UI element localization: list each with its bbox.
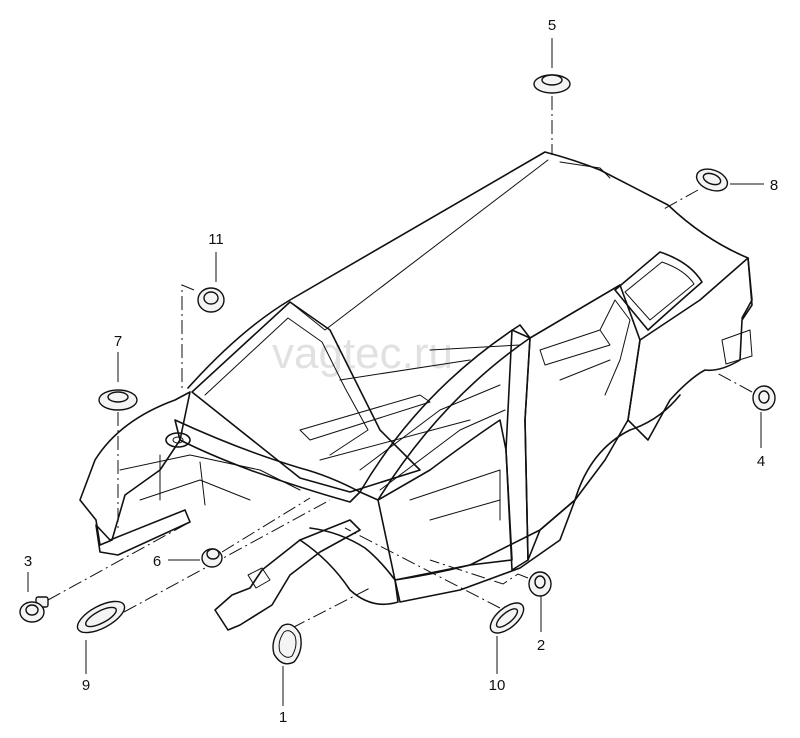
dash-10	[344, 527, 501, 609]
grommet-5[interactable]	[533, 74, 571, 94]
callout-3: 3	[24, 553, 32, 570]
dash-3	[47, 521, 191, 601]
roof-rear-edge	[559, 161, 611, 179]
floor-tunnel	[359, 384, 506, 491]
engine-bay-brace	[119, 454, 301, 506]
strut-tower-hole	[172, 436, 184, 444]
callout-11: 11	[208, 231, 224, 248]
dash-2	[429, 559, 529, 585]
oval-grommet-10[interactable]	[485, 597, 528, 638]
c-pillar-inner	[599, 299, 631, 396]
callout-4: 4	[757, 453, 765, 470]
callout-2: 2	[537, 637, 545, 654]
callout-1: 1	[279, 709, 287, 726]
callout-7: 7	[114, 333, 122, 350]
callout-10: 10	[489, 677, 506, 694]
plug-4[interactable]	[752, 385, 776, 411]
dash-6	[221, 497, 311, 553]
rear-quarter-panel	[627, 257, 753, 441]
rear-wheel-arch	[574, 394, 681, 501]
front-wheel-arch	[299, 527, 399, 606]
dash-11	[181, 284, 195, 390]
grommet-8[interactable]	[694, 165, 731, 195]
callout-9: 9	[82, 677, 90, 694]
front-right-rail	[214, 519, 361, 631]
grommet-11[interactable]	[197, 287, 225, 313]
callout-labels: 5 8 11 7 4 6 3 9 10 2 1	[24, 17, 778, 726]
grommet-7[interactable]	[98, 389, 138, 411]
seal-1[interactable]	[272, 623, 302, 665]
front-rail-bracket	[247, 567, 271, 589]
floor-cross-member-2	[319, 344, 521, 461]
oval-grommet-9[interactable]	[73, 595, 129, 639]
plug-6[interactable]	[201, 548, 223, 568]
windshield-inner	[204, 317, 369, 456]
plug-2[interactable]	[528, 571, 552, 597]
callout-5: 5	[548, 17, 556, 34]
front-door-opening	[377, 419, 513, 581]
callout-6: 6	[153, 553, 161, 570]
floor-cross-member-1	[299, 394, 431, 441]
watermark: vagtec.ru	[272, 329, 453, 378]
windshield-frame	[191, 301, 421, 493]
dash-4	[714, 371, 753, 393]
dash-9	[123, 499, 331, 613]
side-sill	[394, 499, 576, 603]
callout-8: 8	[770, 177, 778, 194]
clip-3[interactable]	[19, 596, 49, 623]
strut-tower	[165, 432, 191, 448]
front-left-fender	[79, 391, 191, 546]
dash-1	[291, 587, 371, 629]
roof-inner-line	[289, 159, 549, 331]
cowl-panel	[174, 419, 361, 503]
leader-lines	[27, 38, 764, 706]
rear-light-recess	[721, 329, 753, 365]
rear-quarter-window	[614, 251, 703, 331]
dash-8	[661, 189, 699, 211]
rear-door-opening	[524, 284, 641, 561]
rear-quarter-window-inner	[624, 261, 695, 321]
parts	[19, 74, 776, 665]
roof-outline	[187, 151, 753, 389]
floor-panel-detail	[409, 329, 611, 521]
car-body-shell	[79, 151, 753, 631]
